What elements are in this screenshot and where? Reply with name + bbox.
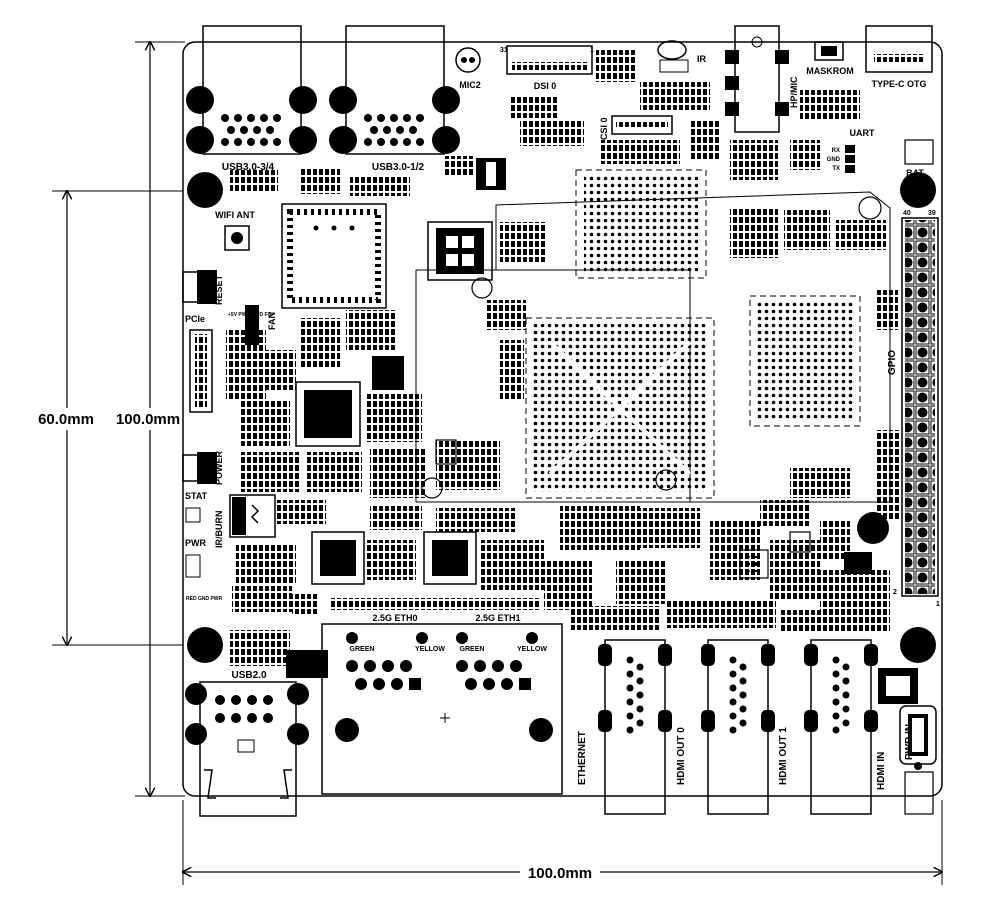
stat-led xyxy=(185,507,201,523)
typec-label: TYPE-C OTG xyxy=(871,79,926,89)
csi0-label: CSI 0 xyxy=(599,117,609,140)
gpio-label: GPIO xyxy=(887,350,898,375)
eth0-label: 2.5G ETH0 xyxy=(372,613,417,623)
mic2-component xyxy=(455,47,481,73)
span-label: 60.0mm xyxy=(38,411,94,428)
wifi-ant-label: WIFI ANT xyxy=(215,210,255,220)
hdmi-out0-connector xyxy=(598,639,672,815)
pcie-connector xyxy=(189,329,213,413)
usb3-left-label: USB3.0-3/4 xyxy=(222,162,275,173)
pwr-pin-label: RED GND PWR xyxy=(186,596,223,602)
inductor xyxy=(476,158,506,190)
led-yellow-1: YELLOW xyxy=(415,646,445,653)
usb3-right-connector xyxy=(329,25,460,155)
uart-rx: RX xyxy=(832,148,840,154)
gpio-header xyxy=(901,217,939,597)
dsi-pin31: 31 xyxy=(500,47,508,54)
uart-tx: TX xyxy=(832,166,840,172)
typec-connector xyxy=(865,25,933,73)
csi0-connector xyxy=(611,115,673,135)
hdmi-out1-label: HDMI OUT 1 xyxy=(778,727,789,785)
gpio-pin40: 40 xyxy=(903,210,911,217)
power-in-connector xyxy=(878,668,937,815)
pwr-label: PWR xyxy=(185,538,206,548)
dimension-width: 100.0mm xyxy=(183,800,942,885)
hdmi-in-label: HDMI IN xyxy=(876,752,887,790)
usb-controller-chip xyxy=(295,381,361,447)
maskrom-button xyxy=(814,41,844,61)
dsi0-label: DSI 0 xyxy=(534,81,557,91)
gpio-pin1: 1 xyxy=(936,601,940,608)
usb-hub-chip xyxy=(427,221,493,281)
hdmi-out0-label: HDMI OUT 0 xyxy=(676,727,687,785)
reset-button xyxy=(182,270,217,304)
eth1-chip xyxy=(423,531,477,585)
hpmic-jack xyxy=(725,25,789,133)
led-green-2: GREEN xyxy=(460,646,485,653)
reset-label: RESET xyxy=(214,274,224,305)
pwr-led xyxy=(185,554,201,578)
fan-label: FAN xyxy=(267,312,277,330)
irburn-label: IR/BURN xyxy=(214,511,224,549)
gpio-pin39: 39 xyxy=(928,210,936,217)
bat-label: BAT xyxy=(906,168,924,178)
uart-label: UART xyxy=(850,128,875,138)
ir-receiver xyxy=(657,40,689,73)
usb2-label: USB2.0 xyxy=(231,670,266,681)
usb2-connector xyxy=(185,681,309,817)
soc-chip xyxy=(525,317,715,499)
hdmi-in-connector xyxy=(804,639,878,815)
dsi-pin1: 1 xyxy=(590,47,594,54)
ethernet-label: ETHERNET xyxy=(577,731,588,785)
battery-connector xyxy=(904,139,934,165)
eth0-chip xyxy=(311,531,365,585)
led-green-1: GREEN xyxy=(350,646,375,653)
hpmic-label: HP/MIC xyxy=(789,76,799,108)
memory-chip-top xyxy=(575,169,707,279)
core-module-outline xyxy=(415,191,891,503)
mic2-label: MIC2 xyxy=(459,80,481,90)
dimension-height: 100.0mm xyxy=(112,42,185,796)
smd-components xyxy=(226,50,900,678)
stat-label: STAT xyxy=(185,491,208,501)
wifi-module xyxy=(281,203,387,309)
height-label: 100.0mm xyxy=(116,411,180,428)
ir-label: IR xyxy=(697,54,707,64)
power-label: POWER xyxy=(214,450,224,485)
pwr-in-label: PWR IN xyxy=(904,724,915,760)
pcie-label: PCIe xyxy=(185,314,205,324)
width-label: 100.0mm xyxy=(528,865,592,882)
usb3-right-label: USB3.0-1/2 xyxy=(372,162,425,173)
gpio-pin2: 2 xyxy=(893,589,897,596)
hdmi-out1-connector xyxy=(701,639,775,815)
eth1-label: 2.5G ETH1 xyxy=(475,613,520,623)
led-yellow-2: YELLOW xyxy=(517,646,547,653)
wifi-antenna-connector xyxy=(224,225,250,251)
usb3-left-connector xyxy=(186,25,317,155)
uart-gnd: GND xyxy=(827,157,841,163)
irburn-connector xyxy=(229,494,276,538)
memory-chip-right xyxy=(749,295,861,427)
maskrom-label: MASKROM xyxy=(806,66,854,76)
uart-pins xyxy=(845,145,855,173)
power-button xyxy=(182,452,217,484)
dimension-span: 60.0mm xyxy=(30,191,185,645)
dsi0-connector xyxy=(506,45,593,75)
ethernet-jack xyxy=(321,623,563,795)
